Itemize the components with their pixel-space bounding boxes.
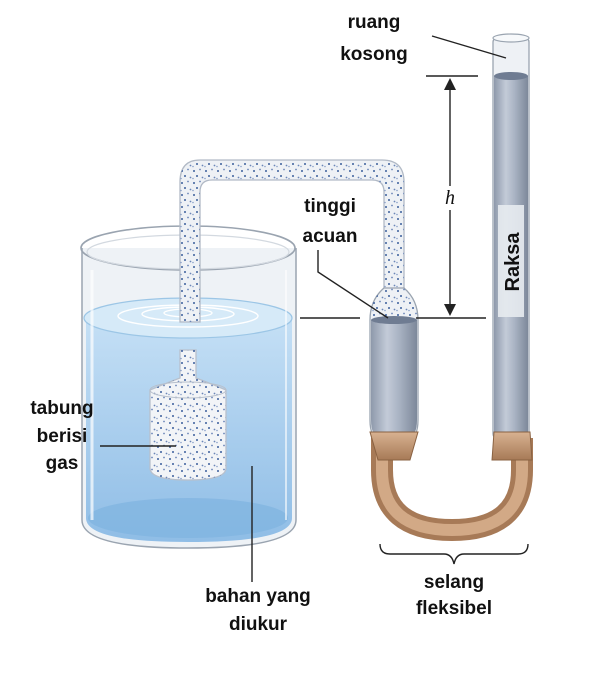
- gas-bulb: [149, 349, 227, 481]
- flexible-hose-label-line2: fleksibel: [416, 598, 492, 619]
- reference-height-label-line1: tinggi: [304, 196, 356, 217]
- measured-substance-label-line2: diukur: [229, 614, 288, 635]
- reference-height-leader: [317, 250, 389, 319]
- reference-height-callout: tinggi acuan: [303, 196, 389, 319]
- reference-tube: [369, 287, 419, 441]
- mercury-column: [492, 33, 530, 439]
- reference-mercury: [371, 320, 417, 438]
- flexible-hose-label-line1: selang: [424, 572, 484, 593]
- gas-bulb-label-line2: berisi: [37, 426, 88, 447]
- beaker: [80, 225, 297, 549]
- gas-bulb-callout: tabung berisi gas: [30, 398, 176, 474]
- flexible-hose-callout: selang fleksibel: [379, 543, 529, 619]
- hose-bracket: [379, 543, 529, 565]
- gas-bulb-label-line1: tabung: [30, 398, 93, 419]
- empty-space-callout: ruang kosong: [340, 12, 507, 65]
- flexible-hose: [369, 431, 533, 542]
- empty-space-label-line1: ruang: [348, 12, 401, 33]
- measured-substance-label-line1: bahan yang: [205, 586, 311, 607]
- height-label: h: [445, 187, 455, 209]
- empty-space-label-line2: kosong: [340, 44, 408, 65]
- empty-space-leader: [431, 35, 507, 59]
- reference-height-label-line2: acuan: [303, 226, 358, 247]
- mercury-label: Raksa: [502, 232, 524, 292]
- height-dimension: h: [426, 75, 478, 316]
- measured-substance-callout: bahan yang diukur: [205, 466, 311, 635]
- gas-bulb-label-line3: gas: [46, 453, 79, 474]
